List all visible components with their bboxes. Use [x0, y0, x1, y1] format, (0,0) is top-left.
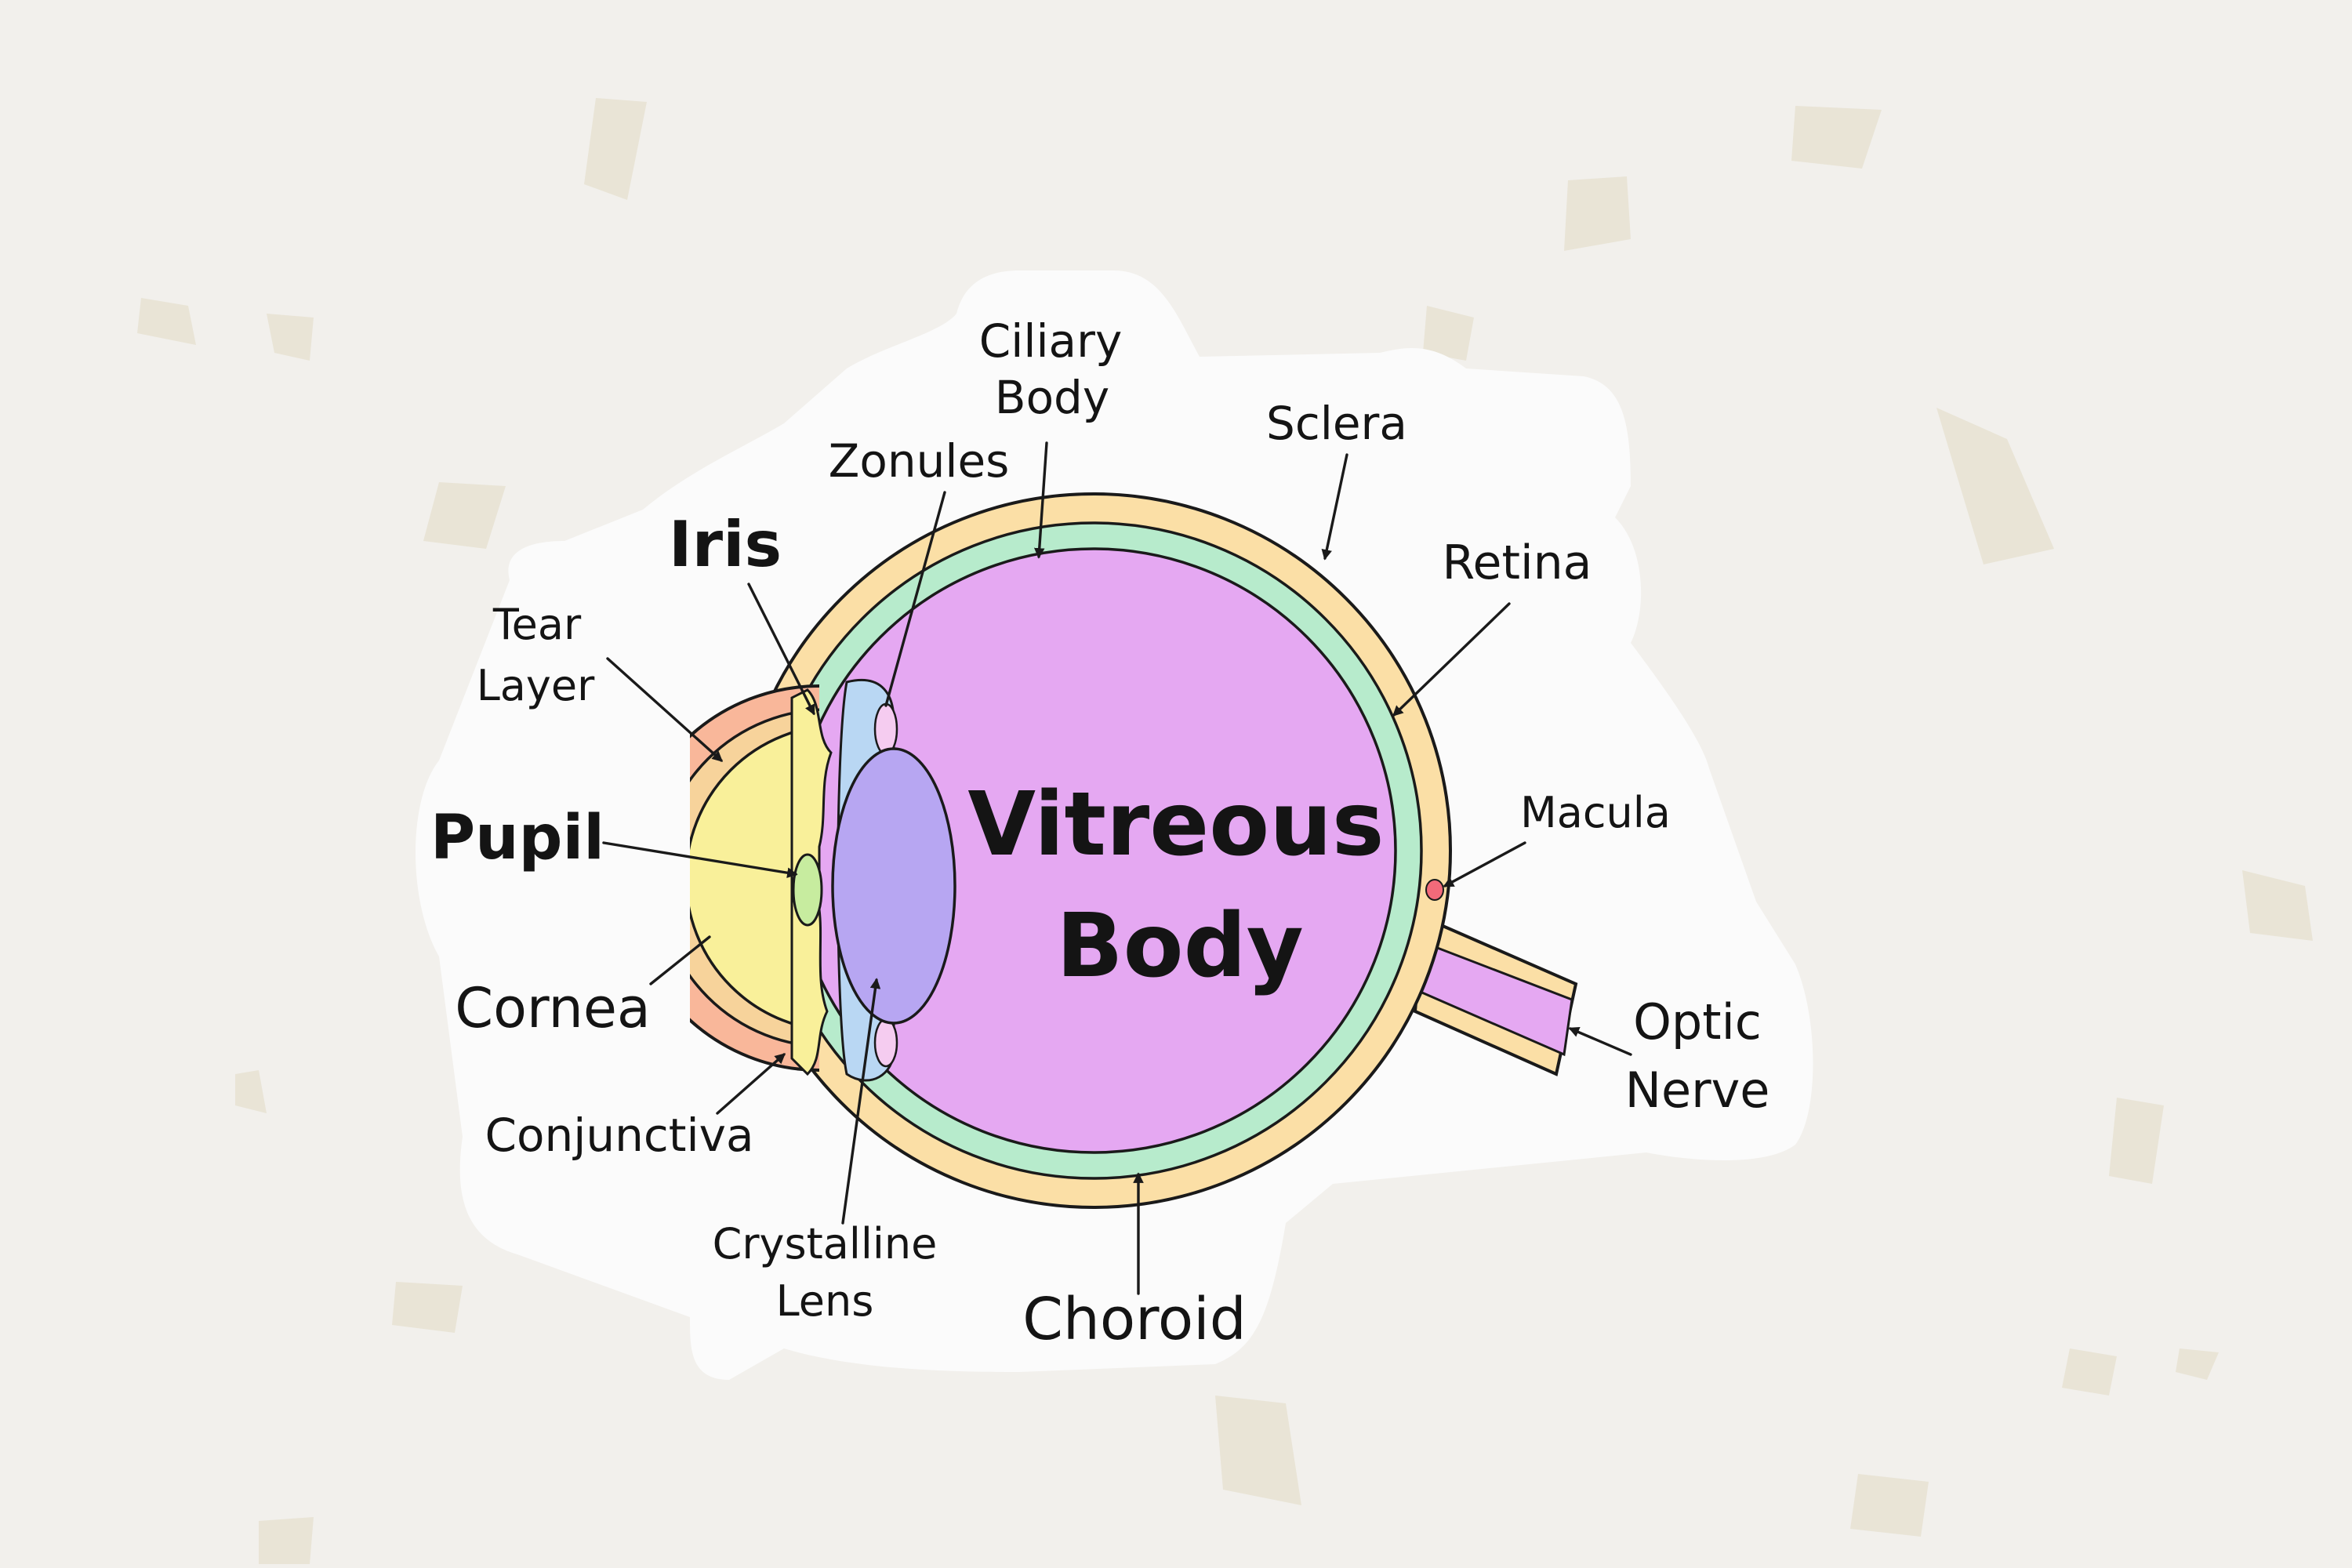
pupil-label: Pupil — [430, 803, 604, 873]
leader-conjunctiva — [716, 1053, 786, 1115]
crystalline-lens — [831, 747, 956, 1025]
leader-cornea — [649, 935, 711, 985]
macula — [1425, 879, 1444, 901]
retina-label: Retina — [1443, 535, 1592, 590]
choroid-label: Choroid — [1022, 1286, 1246, 1353]
cornea-label: Cornea — [455, 976, 651, 1040]
zonule-top — [873, 702, 898, 756]
zonule-bottom — [873, 1018, 898, 1068]
optic-nerve-label-line2: Nerve — [1625, 1062, 1770, 1119]
leader-sclera — [1321, 453, 1348, 561]
pupil — [792, 853, 823, 927]
crystalline-lens-label-line2: Lens — [776, 1276, 874, 1326]
tear-layer-label-line1: Tear — [492, 600, 582, 649]
conjunctiva-label: Conjunctiva — [485, 1109, 754, 1162]
leader-tear-layer — [606, 657, 724, 762]
ciliary-body-label-line2: Body — [995, 371, 1109, 424]
leader-macula — [1443, 841, 1526, 887]
leader-retina — [1392, 602, 1511, 717]
zonules-label: Zonules — [829, 434, 1010, 488]
leader-ciliary-body — [1033, 441, 1048, 559]
leader-iris — [747, 583, 815, 716]
sclera-label: Sclera — [1266, 397, 1407, 450]
leader-optic-nerve — [1568, 1027, 1632, 1056]
leader-pupil — [602, 841, 798, 878]
iris-label: Iris — [669, 508, 782, 581]
vitreous-body-label-line1: Vitreous — [967, 774, 1384, 876]
anterior-segment — [690, 684, 819, 1072]
leader-zonules — [884, 491, 946, 707]
leader-crystalline-lens — [841, 978, 881, 1225]
crystalline-lens-label-line1: Crystalline — [713, 1219, 938, 1269]
tear-layer-label-line2: Layer — [477, 661, 595, 710]
ciliary-body-label-line1: Ciliary — [979, 314, 1123, 368]
vitreous-body-label-line2: Body — [1056, 895, 1304, 997]
leader-lines — [602, 441, 1632, 1295]
macula-label: Macula — [1520, 788, 1671, 837]
optic-nerve-label-line1: Optic — [1633, 993, 1762, 1051]
terrazzo-flecks — [137, 98, 2313, 1564]
